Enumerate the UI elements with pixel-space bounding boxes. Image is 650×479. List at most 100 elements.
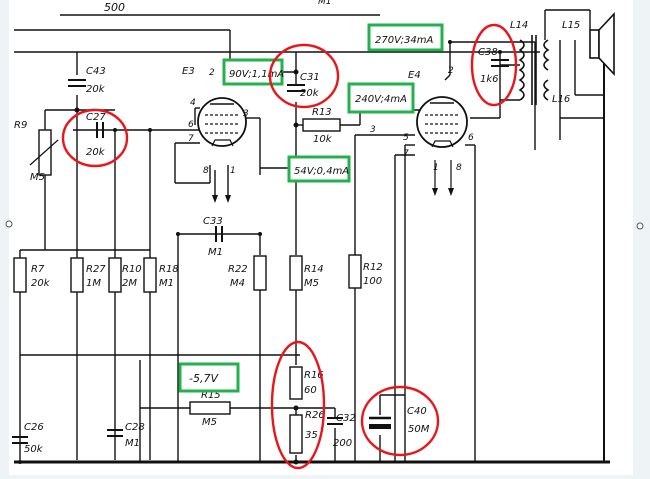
highlight-c40 [360, 385, 440, 457]
components-r16-name-label: R16 [304, 370, 324, 381]
components-r12-value-label: 100 [363, 276, 382, 287]
pins-e4-p5-label: 5 [403, 133, 409, 143]
voltage-box-e3-anode: 90V;1,1mA [222, 58, 284, 86]
paper-sheet [9, 0, 633, 475]
components-r14-value-label: M5 [304, 278, 319, 289]
components-l16-name-label: L16 [552, 94, 570, 105]
components-c33-name-label: C33 [203, 216, 223, 227]
tube-e4: E4 2 3 5 6 7 1 8 [370, 66, 474, 196]
components-c40-value-label: 50M [408, 424, 430, 435]
voltage-labels-e4-screen-label: 240V;4mA [355, 94, 407, 105]
components-r12-name-label: R12 [363, 262, 383, 273]
page-hole-right [636, 222, 644, 230]
components-c28-value-label: M1 [125, 438, 140, 449]
pins-e3-p4-label: 4 [190, 98, 196, 108]
resistor-r13: R13 10k [302, 107, 341, 145]
pins-e3-p8-label: 8 [203, 166, 209, 176]
components-r9-value-label: M5 [30, 172, 45, 183]
capacitor-c43: C43 20k [68, 66, 106, 95]
components-r26-value-label: 35 [305, 430, 318, 441]
pins-e3-p6-label: 6 [188, 120, 194, 130]
resistor-r22: R22 M4 [228, 255, 267, 291]
components-l15-name-label: L15 [562, 20, 580, 31]
pins-e4-p3-label: 3 [370, 125, 376, 135]
potentiometer-r9: R9 M5 [14, 120, 59, 183]
page-hole-left [5, 220, 13, 228]
top-labels-resistor-500-label: 500 [104, 1, 125, 14]
capacitor-c28: C28 M1 [107, 422, 145, 449]
components-e4-name-label: E4 [408, 70, 421, 81]
components-r18-value-label: M1 [159, 278, 174, 289]
capacitor-c31: C31 20k [287, 72, 320, 99]
components-r16-value-label: 60 [304, 385, 317, 396]
components-r7-value-label: 20k [31, 278, 51, 289]
components-r27-name-label: R27 [86, 264, 106, 275]
components-r15-value-label: M5 [202, 417, 217, 428]
components-c33-value-label: M1 [208, 247, 223, 258]
capacitor-c26: C26 50k [12, 422, 44, 455]
highlight-circles [61, 23, 518, 470]
voltage-box-neg-bias: -5,7V [178, 362, 240, 393]
components-c26-value-label: 50k [24, 444, 44, 455]
components-c38-value-label: 1k6 [480, 74, 499, 85]
components-r14-name-label: R14 [304, 264, 324, 275]
loudspeaker [589, 11, 615, 77]
pins-e4-p1-label: 1 [433, 163, 439, 173]
resistor-500: 500 M1 [104, 0, 332, 14]
components-r10-name-label: R10 [122, 264, 142, 275]
highlight-r16-r26 [270, 340, 326, 470]
capacitor-c32: C32 200 [327, 413, 356, 449]
components-r13-name-label: R13 [312, 107, 332, 118]
pins-e3-p7-label: 7 [188, 134, 194, 144]
resistor-r26: R26 35 [289, 410, 325, 454]
components-c28-name-label: C28 [125, 422, 145, 433]
voltage-labels-e3-anode-label: 90V;1,1mA [229, 69, 284, 80]
components-r9-name-label: R9 [14, 120, 27, 131]
components-c27-value-label: 20k [86, 147, 106, 158]
capacitor-c40: C40 50M [369, 406, 430, 435]
components-r18-name-label: R18 [159, 264, 179, 275]
resistor-r16: R16 60 [289, 366, 324, 400]
resistor-r10: R10 2M [108, 257, 142, 293]
components-r26-name-label: R26 [305, 410, 325, 421]
components-r27-value-label: 1M [86, 278, 101, 289]
components-c31-name-label: C31 [300, 72, 320, 83]
voltage-labels-e4-anode-label: 270V;34mA [375, 35, 433, 46]
components-r22-value-label: M4 [230, 278, 245, 289]
components-e3-name-label: E3 [182, 66, 195, 77]
tube-e3: E3 2 4 6 7 3 8 1 [182, 66, 249, 203]
pins-e4-p6-label: 6 [468, 133, 474, 143]
components-r7-name-label: R7 [31, 264, 45, 275]
components-r13-value-label: 10k [313, 134, 333, 145]
junction-dots [18, 40, 502, 465]
voltage-labels-e3-screen-label: 54V;0,4mA [294, 166, 349, 177]
components-c26-name-label: C26 [24, 422, 44, 433]
components-r15-name-label: R15 [201, 390, 221, 401]
voltage-labels-neg-bias-label: -5,7V [189, 372, 219, 385]
voltage-box-e4-anode: 270V;34mA [367, 23, 444, 52]
components-c38-name-label: C38 [478, 47, 498, 58]
resistor-r12: R12 100 [348, 254, 383, 289]
voltage-box-e3-screen: 54V;0,4mA [287, 155, 351, 183]
resistor-r14: R14 M5 [289, 255, 324, 291]
pins-e3-p1-label: 1 [230, 166, 236, 176]
capacitor-c27: C27 20k [86, 112, 106, 158]
capacitor-c33: C33 M1 [203, 216, 223, 258]
pins-e4-p7-label: 7 [403, 149, 409, 159]
components-c32-name-label: C32 [336, 413, 356, 424]
pins-e4-p2-label: 2 [448, 66, 454, 76]
components-r10-value-label: 2M [122, 278, 137, 289]
resistor-r27: R27 1M [70, 257, 106, 293]
pins-e3-p2-label: 2 [209, 68, 215, 78]
voltage-box-e4-screen: 240V;4mA [347, 82, 415, 114]
components-c31-value-label: 20k [300, 88, 320, 99]
components-c43-value-label: 20k [86, 84, 106, 95]
pins-e4-p8-label: 8 [456, 163, 462, 173]
highlight-c38 [470, 23, 518, 107]
components-r22-name-label: R22 [228, 264, 248, 275]
components-c27-name-label: C27 [86, 112, 106, 123]
components-l14-name-label: L14 [510, 20, 528, 31]
capacitor-c38: C38 1k6 [478, 47, 509, 85]
